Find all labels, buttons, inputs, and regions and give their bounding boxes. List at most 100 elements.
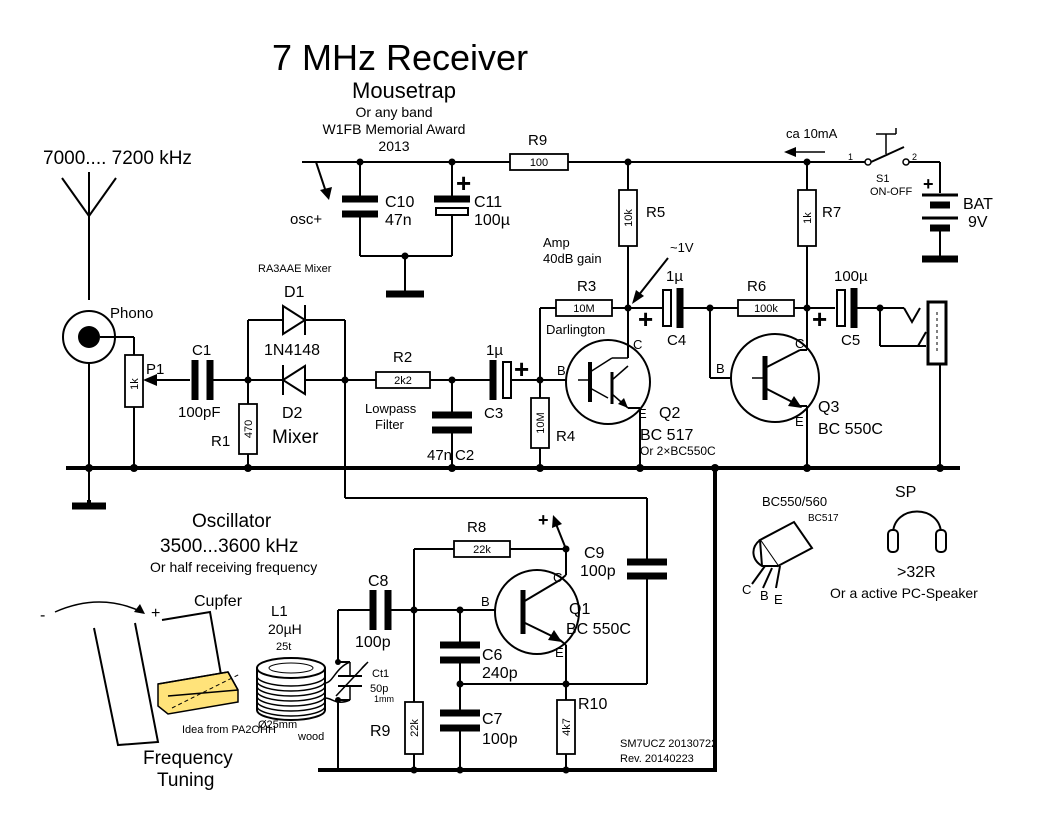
q3-pin-c: C — [795, 336, 804, 351]
transistor-package-icon — [751, 520, 814, 589]
l1-core: wood — [297, 731, 324, 743]
ct1-name: Ct1 — [372, 668, 389, 680]
q2-pin-e: E — [638, 406, 647, 421]
q3-transistor — [730, 333, 820, 423]
q3-value: BC 550C — [818, 421, 883, 438]
q2-name: Q2 — [659, 405, 680, 422]
speaker-impedance: >32R — [897, 564, 936, 581]
c8-name: C8 — [368, 573, 389, 590]
c9-capacitor — [627, 558, 667, 580]
current-arrow-icon — [784, 147, 796, 157]
c4-plus-icon: + — [638, 304, 653, 334]
c5-name: C5 — [841, 332, 860, 349]
tuning-arc-arrow-icon — [54, 601, 143, 613]
band-label: 7000.... 7200 kHz — [43, 148, 192, 169]
c3-name: C3 — [484, 405, 503, 422]
speaker-name: SP — [895, 484, 916, 501]
r1-name: R1 — [211, 433, 230, 450]
c11-capacitor — [434, 195, 470, 216]
oscillator-title: Oscillator — [192, 511, 272, 532]
r5-value: 10k — [623, 209, 635, 227]
battery-plus-icon: + — [923, 174, 934, 194]
c4-capacitor — [662, 288, 684, 328]
amp-label-2: 40dB gain — [543, 251, 602, 266]
c10-name: C10 — [385, 194, 414, 211]
l1-value: 20µH — [268, 621, 302, 637]
c11-name: C11 — [474, 194, 502, 211]
r1-value: 470 — [243, 420, 255, 438]
q1-transistor — [494, 569, 580, 655]
c1-value: 100pF — [178, 404, 221, 421]
c10-value: 47n — [385, 212, 412, 229]
p1-value: 1k — [129, 378, 141, 390]
r3-value: 10M — [573, 303, 594, 315]
switch-pin-1: 1 — [848, 152, 853, 162]
voltage-arrow-icon — [632, 290, 644, 304]
c1-name: C1 — [192, 342, 211, 359]
r4-value: 10M — [535, 412, 547, 433]
award-line-3: 2013 — [378, 138, 409, 154]
r4-name: R4 — [556, 428, 575, 445]
headphones-icon — [887, 510, 947, 553]
battery-value: 9V — [968, 214, 988, 231]
r10-name: R10 — [578, 696, 607, 713]
tuning-minus-label: - — [40, 607, 45, 624]
award-line-2: W1FB Memorial Award — [323, 121, 466, 137]
q1-name: Q1 — [569, 601, 590, 618]
q2-pin-b: B — [557, 363, 566, 378]
q1-supply-arrow-icon — [552, 515, 562, 528]
oscillator-note: Or half receiving frequency — [150, 559, 317, 575]
d2-name: D2 — [282, 405, 303, 422]
c11-plus-icon: + — [456, 168, 471, 198]
current-label: ca 10mA — [786, 126, 838, 141]
switch-pin-2: 2 — [912, 152, 917, 162]
c2-name: C2 — [455, 447, 474, 464]
d1-name: D1 — [284, 284, 305, 301]
r8-name: R8 — [467, 519, 486, 536]
c1-capacitor — [191, 360, 214, 400]
d1-value: 1N4148 — [264, 342, 320, 359]
q1-value: BC 550C — [566, 621, 631, 638]
c11-value: 100µ — [474, 212, 510, 229]
c2-value: 47n — [427, 447, 452, 464]
ct1-trimmer-capacitor — [335, 661, 369, 697]
battery-icon — [922, 193, 958, 232]
r8-value: 22k — [473, 544, 491, 556]
r10-value: 4k7 — [561, 718, 573, 736]
c4-value: 1µ — [666, 268, 683, 285]
darlington-label: Darlington — [546, 322, 605, 337]
l1-coil-icon — [256, 657, 351, 721]
q1-supply-plus-icon: + — [538, 510, 549, 530]
oscillator-range: 3500...3600 kHz — [160, 536, 298, 557]
r9-osc-name: R9 — [370, 723, 391, 740]
l1-name: L1 — [271, 603, 288, 620]
pinout-pin-c: C — [742, 582, 751, 597]
ct1-note: 1mm — [374, 694, 394, 704]
c10-capacitor — [342, 195, 378, 218]
tuning-label-2: Tuning — [157, 770, 214, 791]
q3-pin-b: B — [716, 361, 725, 376]
c3-plus-icon: + — [514, 354, 529, 384]
q3-name: Q3 — [818, 399, 839, 416]
tuning-label-1: Frequency — [143, 748, 233, 769]
phono-connector-icon — [62, 310, 116, 364]
q2-transistor — [565, 339, 651, 425]
d2-diode — [281, 364, 306, 396]
c2-capacitor — [432, 411, 472, 434]
p1-name: P1 — [146, 361, 164, 378]
subtitle: Mousetrap — [352, 78, 456, 103]
r9-top-value: 100 — [530, 157, 548, 169]
lowpass-label-1: Lowpass — [365, 401, 417, 416]
c8-value: 100p — [355, 634, 391, 651]
battery-name: BAT — [963, 196, 993, 213]
amp-label-1: Amp — [543, 235, 570, 250]
pinout-types: BC550/560 — [762, 494, 827, 509]
c7-value: 100p — [482, 731, 518, 748]
r7-value: 1k — [802, 212, 814, 224]
r3-name: R3 — [577, 278, 596, 295]
q1-pin-e: E — [555, 645, 564, 660]
c3-value: 1µ — [486, 342, 503, 359]
ct1-value: 50p — [370, 683, 388, 695]
pinout-type2: BC517 — [808, 513, 839, 524]
r6-value: 100k — [754, 303, 778, 315]
